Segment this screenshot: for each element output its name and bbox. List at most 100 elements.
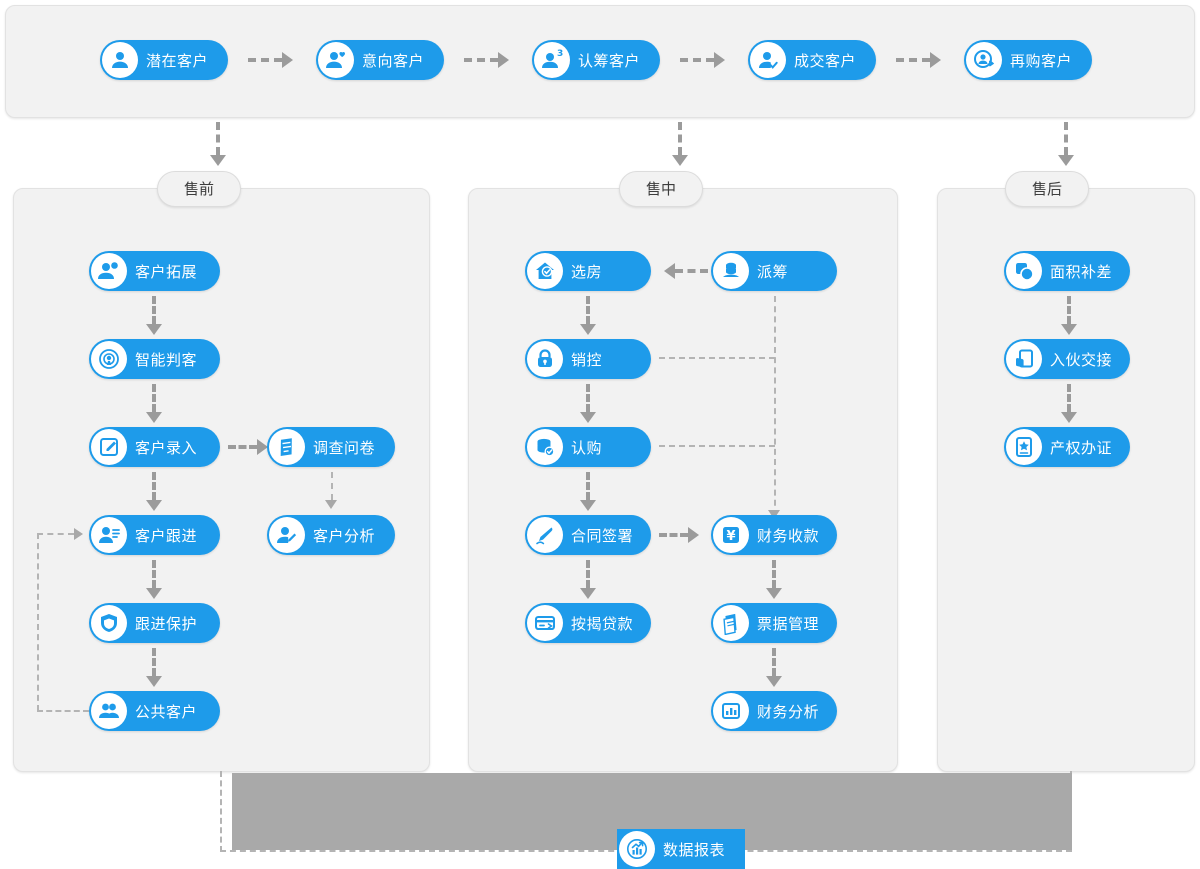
- node-finance-collection[interactable]: ¥ 财务收款: [711, 515, 837, 555]
- pre-loop-left: [37, 533, 39, 711]
- questionnaire-icon: [269, 429, 305, 465]
- node-label: 再购客户: [1010, 51, 1073, 70]
- node-sales-control[interactable]: 销控: [525, 339, 651, 379]
- node-property-certificate[interactable]: 产权办证: [1004, 427, 1130, 467]
- stage-arrow-post: [1058, 155, 1074, 166]
- node-area-difference[interactable]: 面积补差: [1004, 251, 1130, 291]
- database-check-icon: [527, 429, 563, 465]
- node-customer-analysis[interactable]: 客户分析: [267, 515, 395, 555]
- node-customer-followup[interactable]: 客户跟进: [89, 515, 220, 555]
- mid-connector-allocate: [675, 269, 708, 273]
- stage-arrow-mid: [672, 155, 688, 166]
- radar-icon: [91, 341, 127, 377]
- report-chart-icon: [619, 831, 655, 867]
- node-bill-management[interactable]: 票据管理: [711, 603, 837, 643]
- pen-sign-icon: [527, 517, 563, 553]
- node-label: 意向客户: [362, 51, 425, 70]
- pre-loop-top: [37, 533, 74, 535]
- node-repurchase-customer[interactable]: 再购客户: [964, 40, 1092, 80]
- journey-connector-2: [464, 58, 498, 62]
- post-arrow-2: [1061, 412, 1077, 423]
- node-label: 成交客户: [794, 51, 857, 70]
- journey-connector-4: [896, 58, 930, 62]
- node-label: 客户分析: [313, 526, 376, 545]
- node-intent-customer[interactable]: 意向客户: [316, 40, 444, 80]
- node-label: 派筹: [757, 262, 789, 281]
- user-pencil-icon: [269, 517, 305, 553]
- stage-connector-post: [1064, 122, 1068, 155]
- node-label: 智能判客: [135, 350, 198, 369]
- node-handover[interactable]: 入伙交接: [1004, 339, 1130, 379]
- stage-connector-mid: [678, 122, 682, 155]
- mid-connector-to-payment: [659, 533, 688, 537]
- pre-arrow-1: [146, 324, 162, 335]
- node-label: 客户拓展: [135, 262, 198, 281]
- pre-connector-3: [152, 472, 156, 500]
- mid-allocation-arrow: [768, 510, 780, 519]
- shield-icon: [91, 605, 127, 641]
- user-list-icon: [91, 517, 127, 553]
- post-connector-1: [1067, 296, 1071, 324]
- node-label: 潜在客户: [146, 51, 209, 70]
- node-subscription-customer[interactable]: 3 认筹客户: [532, 40, 660, 80]
- node-label: 销控: [571, 350, 603, 369]
- node-customer-entry[interactable]: 客户录入: [89, 427, 220, 467]
- node-finance-analysis[interactable]: 财务分析: [711, 691, 837, 731]
- stage-label-pre-sale: 售前: [157, 171, 242, 207]
- user-heart-icon: [318, 42, 354, 78]
- journey-arrow-4: [930, 52, 941, 68]
- post-connector-2: [1067, 384, 1071, 412]
- svg-text:¥: ¥: [726, 529, 735, 544]
- mid-connector-2: [586, 384, 590, 412]
- mid-arrow-5: [766, 588, 782, 599]
- node-label: 票据管理: [757, 614, 820, 633]
- node-smart-customer-judgement[interactable]: 智能判客: [89, 339, 220, 379]
- node-deal-customer[interactable]: 成交客户: [748, 40, 876, 80]
- mid-link-sales-control: [659, 357, 775, 359]
- handover-icon: [1006, 341, 1042, 377]
- node-label: 跟进保护: [135, 614, 198, 633]
- node-data-report[interactable]: 数据报表: [617, 829, 745, 869]
- stage-label-in-sale: 售中: [619, 171, 704, 207]
- node-mortgage-loan[interactable]: 按揭贷款: [525, 603, 651, 643]
- bar-chart-icon: [713, 693, 749, 729]
- node-label: 合同签署: [571, 526, 634, 545]
- node-label: 数据报表: [663, 840, 726, 859]
- pre-connector-1: [152, 296, 156, 324]
- journey-connector-1: [248, 58, 282, 62]
- node-label: 财务收款: [757, 526, 820, 545]
- node-label: 产权办证: [1050, 438, 1113, 457]
- node-house-selection[interactable]: 选房: [525, 251, 651, 291]
- mid-arrow-2: [580, 412, 596, 423]
- node-allocation[interactable]: 派筹: [711, 251, 837, 291]
- credit-card-icon: [527, 605, 563, 641]
- mid-arrow-3: [580, 500, 596, 511]
- user-refresh-icon: [966, 42, 1002, 78]
- node-potential-customer[interactable]: 潜在客户: [100, 40, 228, 80]
- pre-loop-bottom: [37, 710, 89, 712]
- mid-connector-6: [772, 648, 776, 676]
- node-label: 面积补差: [1050, 262, 1113, 281]
- journey-arrow-1: [282, 52, 293, 68]
- pre-arrow-2: [146, 412, 162, 423]
- stage-label-after-sale: 售后: [1005, 171, 1090, 207]
- pre-loop-arrow: [74, 528, 83, 540]
- node-public-customers[interactable]: 公共客户: [89, 691, 220, 731]
- stage-arrow-pre: [210, 155, 226, 166]
- coins-stack-icon: [713, 253, 749, 289]
- node-customer-expansion[interactable]: 客户拓展: [89, 251, 220, 291]
- svg-text:3: 3: [557, 49, 563, 59]
- node-subscription[interactable]: 认购: [525, 427, 651, 467]
- node-contract-signing[interactable]: 合同签署: [525, 515, 651, 555]
- documents-icon: [713, 605, 749, 641]
- node-followup-protection[interactable]: 跟进保护: [89, 603, 220, 643]
- house-check-icon: [527, 253, 563, 289]
- yuan-receipt-icon: ¥: [713, 517, 749, 553]
- journey-arrow-2: [498, 52, 509, 68]
- mid-arrow-4: [580, 588, 596, 599]
- mid-link-subscription: [659, 445, 775, 447]
- mid-arrow-6: [766, 676, 782, 687]
- node-questionnaire[interactable]: 调查问卷: [267, 427, 395, 467]
- node-label: 认购: [571, 438, 603, 457]
